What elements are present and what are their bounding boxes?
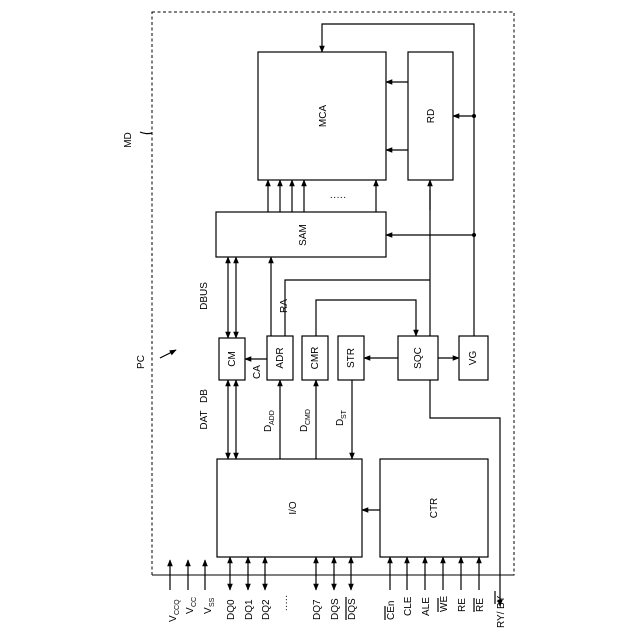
vccq-sub: CCQ xyxy=(174,599,181,615)
adr-label: ADR xyxy=(275,347,286,368)
md-label: MD xyxy=(123,132,134,148)
pin-label-dq1: DQ1 xyxy=(244,599,255,620)
dq-pin-dots: ····· xyxy=(281,595,292,612)
pin-label-dq7: DQ7 xyxy=(312,599,323,620)
vg-label: VG xyxy=(468,351,479,366)
sam-label: SAM xyxy=(298,224,309,246)
pin-label-vccq: V CCQ xyxy=(168,599,181,622)
vcc-sub: CC xyxy=(191,597,198,607)
d-st-sub: ST xyxy=(341,409,348,419)
pin-label-dqs: DQS xyxy=(330,598,341,620)
pin-label-dq0: DQ0 xyxy=(226,599,237,620)
adr-to-rd-line xyxy=(285,280,430,336)
mca-label: MCA xyxy=(318,105,329,128)
cm-label: CM xyxy=(227,351,238,367)
pin-label-re-bar: RE xyxy=(475,598,486,612)
d-cmd-label: D CMD xyxy=(299,409,312,432)
pin-label-dq2: DQ2 xyxy=(261,599,272,620)
sqc-label: SQC xyxy=(413,347,424,369)
d-add-label: D ADD xyxy=(263,410,276,432)
pin-label-ale: ALE xyxy=(421,597,432,616)
pc-arrow xyxy=(160,350,176,358)
pin-label-cen: CEn xyxy=(386,601,397,620)
pin-label-ryby: RY/ BY xyxy=(496,595,507,628)
db-label: DB xyxy=(199,389,210,403)
vg-junction-rd xyxy=(472,114,476,118)
cmr-to-sqc-line xyxy=(316,300,416,336)
vss-base: V xyxy=(203,607,214,614)
pin-label-dqs-bar: DQS xyxy=(347,598,358,620)
pin-label-re: RE xyxy=(457,598,468,612)
ryby-part2: BY xyxy=(496,595,507,609)
dbus-label: DBUS xyxy=(199,282,210,310)
pc-label: PC xyxy=(136,355,147,369)
d-add-sub: ADD xyxy=(269,410,276,425)
cmr-label: CMR xyxy=(310,347,321,370)
vcc-base: V xyxy=(185,607,196,614)
d-st-label: D ST xyxy=(335,409,348,426)
pin-label-we: WE xyxy=(439,596,450,612)
rd-label: RD xyxy=(426,109,437,123)
vccq-base: V xyxy=(168,615,179,622)
vg-junction-sam xyxy=(472,233,476,237)
d-cmd-sub: CMD xyxy=(305,409,312,425)
vss-sub: SS xyxy=(209,597,216,607)
pin-label-cle: CLE xyxy=(403,596,414,616)
ca-label: CA xyxy=(252,365,263,379)
ctr-label: CTR xyxy=(429,498,440,519)
io-label: I/O xyxy=(288,501,299,515)
sam-mca-ellipsis: ····· xyxy=(330,192,347,203)
dat-label: DAT xyxy=(199,410,210,429)
pin-label-vcc: V CC xyxy=(185,597,198,614)
pin-label-vss: V SS xyxy=(203,597,216,614)
ryby-part1: RY/ xyxy=(496,611,507,628)
ra-label: RA xyxy=(279,299,290,313)
md-leader xyxy=(140,132,152,134)
str-label: STR xyxy=(346,348,357,368)
